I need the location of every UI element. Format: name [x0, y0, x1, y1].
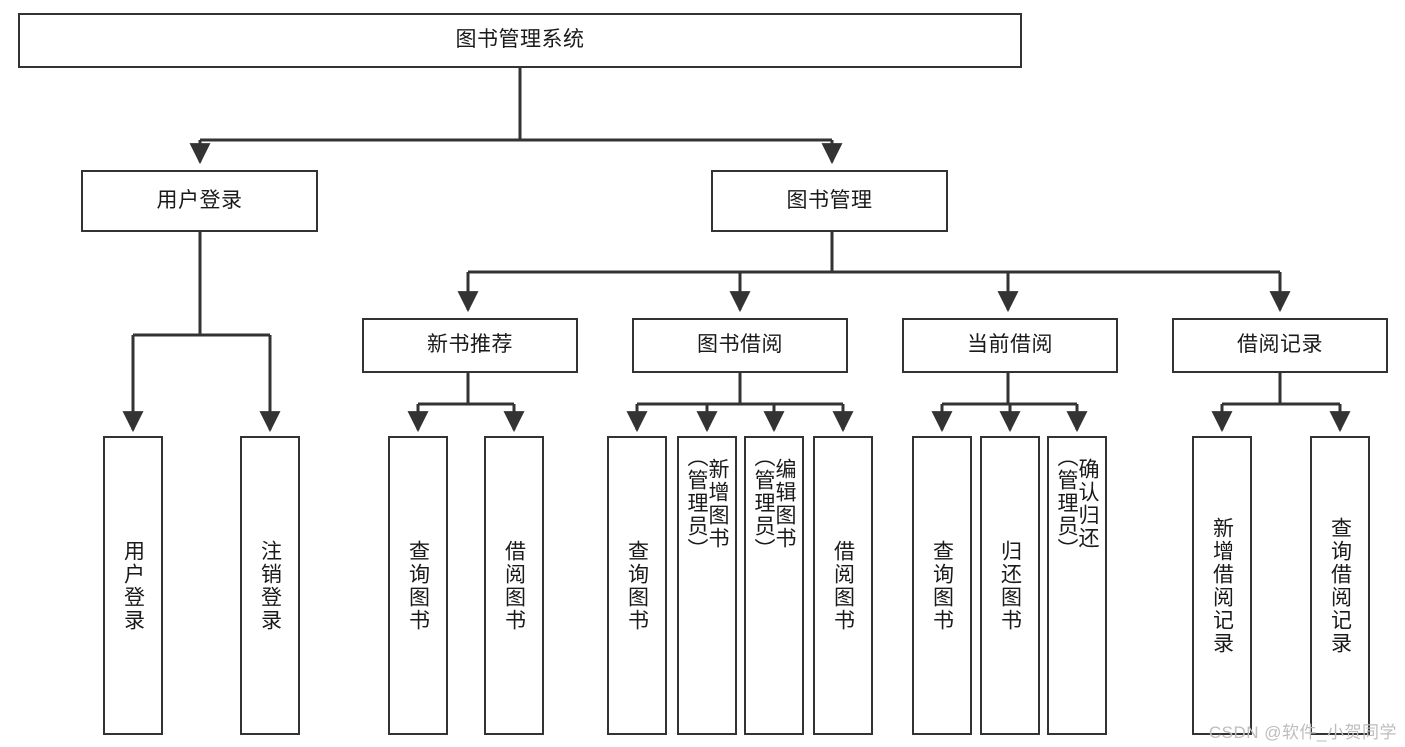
node-leaf-record-add-label: 新增借阅记录: [1210, 516, 1234, 655]
node-root[interactable]: 图书管理系统: [18, 13, 1022, 68]
node-leaf-newbook-query-book[interactable]: 查询图书: [388, 436, 448, 735]
node-leaf-borrow-add-book-label: 新增图书 （管理员）: [685, 446, 729, 561]
node-leaf-borrow-add-book[interactable]: 新增图书 （管理员）: [677, 436, 737, 735]
node-current-borrow-label: 当前借阅: [967, 333, 1053, 357]
node-new-book-recommend-label: 新书推荐: [427, 333, 513, 357]
node-book-borrow-label: 图书借阅: [697, 333, 783, 357]
node-leaf-borrow-edit-book[interactable]: 编辑图书 （管理员）: [744, 436, 804, 735]
node-leaf-current-confirm-return[interactable]: 确认归还 （管理员）: [1047, 436, 1107, 735]
node-leaf-logout[interactable]: 注销登录: [240, 436, 300, 735]
node-leaf-current-return-book[interactable]: 归还图书: [980, 436, 1040, 735]
node-leaf-newbook-borrow-book-label: 借阅图书: [502, 539, 526, 632]
node-current-borrow[interactable]: 当前借阅: [902, 318, 1118, 373]
node-leaf-newbook-query-book-label: 查询图书: [406, 539, 430, 632]
node-leaf-current-query-book[interactable]: 查询图书: [912, 436, 972, 735]
node-leaf-borrow-edit-book-label: 编辑图书 （管理员）: [752, 446, 796, 561]
node-leaf-borrow-borrow-book[interactable]: 借阅图书: [813, 436, 873, 735]
node-leaf-record-query[interactable]: 查询借阅记录: [1310, 436, 1370, 735]
node-leaf-record-add[interactable]: 新增借阅记录: [1192, 436, 1252, 735]
node-leaf-record-query-label: 查询借阅记录: [1328, 516, 1352, 655]
node-leaf-borrow-borrow-book-label: 借阅图书: [831, 539, 855, 632]
node-borrow-record-label: 借阅记录: [1237, 333, 1323, 357]
node-user-login[interactable]: 用户登录: [81, 170, 318, 232]
node-book-borrow[interactable]: 图书借阅: [632, 318, 848, 373]
node-leaf-borrow-query-book[interactable]: 查询图书: [607, 436, 667, 735]
node-leaf-current-return-book-label: 归还图书: [998, 539, 1022, 632]
node-leaf-user-login[interactable]: 用户登录: [103, 436, 163, 735]
node-leaf-borrow-query-book-label: 查询图书: [625, 539, 649, 632]
node-user-login-label: 用户登录: [156, 188, 243, 212]
node-leaf-current-query-book-label: 查询图书: [930, 539, 954, 632]
node-book-management-label: 图书管理: [786, 188, 873, 212]
node-leaf-logout-label: 注销登录: [258, 539, 282, 632]
node-root-label: 图书管理系统: [455, 28, 585, 52]
node-borrow-record[interactable]: 借阅记录: [1172, 318, 1388, 373]
node-leaf-current-confirm-return-label: 确认归还 （管理员）: [1055, 446, 1099, 561]
node-leaf-user-login-label: 用户登录: [121, 539, 145, 632]
node-new-book-recommend[interactable]: 新书推荐: [362, 318, 578, 373]
node-book-management[interactable]: 图书管理: [711, 170, 948, 232]
node-leaf-newbook-borrow-book[interactable]: 借阅图书: [484, 436, 544, 735]
